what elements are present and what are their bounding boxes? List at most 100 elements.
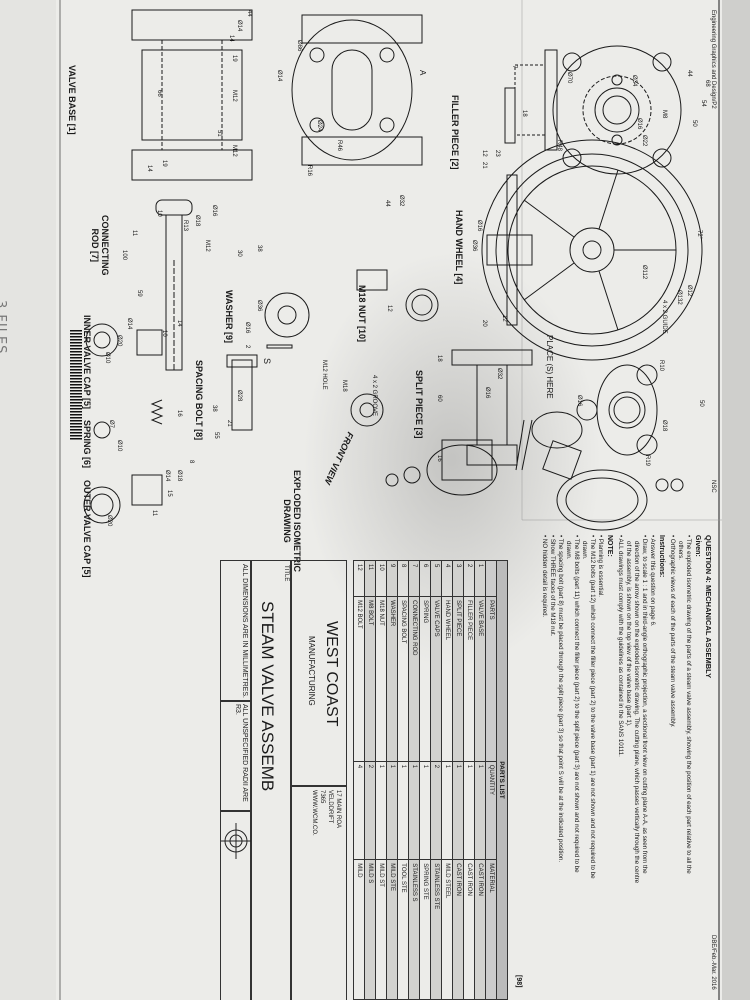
dimension-label: 100 bbox=[121, 250, 127, 261]
dimension-label: Ø16 bbox=[484, 387, 490, 399]
company-sub: MANUFACTURING bbox=[307, 636, 316, 706]
dimension-label: Ø86 bbox=[296, 40, 302, 52]
filler-piece-drawing bbox=[504, 45, 682, 175]
dimension-label: Ø16 bbox=[476, 220, 482, 232]
given-item: • Orthographic views of each of the part… bbox=[669, 535, 676, 728]
parts-list-cell: 1 bbox=[452, 761, 464, 860]
label-washer: WASHER [9] bbox=[224, 290, 234, 344]
label-inner-valve-cap: INNER VALVE CAP [5] bbox=[82, 315, 92, 410]
parts-list-cell: 9 bbox=[386, 560, 398, 597]
dimension-label: 15 bbox=[166, 490, 172, 497]
parts-list-cell: 1 bbox=[375, 761, 387, 860]
parts-list-cell: VALVE CAPS bbox=[430, 596, 442, 762]
parts-list-cell: 1 bbox=[474, 761, 486, 860]
parts-list-cell: 3 bbox=[452, 560, 464, 597]
projection-symbol bbox=[220, 810, 252, 1000]
dimension-label: Ø10 bbox=[116, 440, 122, 452]
dimension-label: 19 bbox=[231, 55, 237, 62]
label-section-a: A bbox=[418, 70, 427, 76]
dimension-label: 12 bbox=[481, 150, 487, 157]
parts-list-cell: 6 bbox=[419, 560, 431, 597]
label-m18-nut: M18 NUT [10] bbox=[357, 285, 367, 343]
dimension-label: Ø7 bbox=[108, 420, 114, 429]
parts-list-cell: SPRING STE bbox=[419, 859, 431, 1000]
dimension-label: Ø20 bbox=[116, 335, 122, 347]
label-split-piece: SPLIT PIECE [3] bbox=[414, 370, 424, 439]
note-item: • Planning is essential. bbox=[597, 535, 604, 598]
dimension-label: 38 bbox=[256, 245, 262, 252]
dimension-label: 60 bbox=[436, 395, 442, 402]
header-subject: Engineering Graphics and Design/P2 bbox=[710, 10, 716, 109]
parts-list-cell: 1 bbox=[386, 761, 398, 860]
spacing-bolt-drawing bbox=[226, 354, 384, 431]
dimension-label: Ø18 bbox=[661, 420, 667, 432]
exploded-isometric-drawing bbox=[385, 411, 684, 531]
dimension-label: 19 bbox=[161, 160, 167, 167]
header-board: NSC bbox=[710, 480, 716, 493]
parts-list-title: PARTS LIST bbox=[496, 560, 508, 1000]
given-heading: Given: bbox=[694, 535, 701, 557]
dimension-label: 68 bbox=[704, 80, 710, 87]
dimension-label: 4 x 2 GROOVE bbox=[371, 375, 377, 417]
parts-list-cell: MILD ST bbox=[375, 859, 387, 1000]
parts-list-cell: TOOL STE bbox=[397, 859, 409, 1000]
parts-list-cell: 1 bbox=[419, 761, 431, 860]
parts-list-cell: SPRING bbox=[419, 596, 431, 762]
parts-list-cell: 1 bbox=[474, 560, 486, 597]
question-title: QUESTION 4: MECHANICAL ASSEMBLY bbox=[704, 535, 713, 679]
note-item: • NO hidden detail is required. bbox=[541, 535, 548, 618]
instruction-item: • Draw, to scale 1 : 1 and in third-angl… bbox=[625, 535, 648, 884]
dimension-label: 54 bbox=[700, 100, 706, 107]
parts-list-cell: 1 bbox=[408, 761, 420, 860]
question-marks: [98] bbox=[515, 975, 522, 988]
dimension-label: 2 bbox=[244, 345, 250, 349]
dimension-label: Ø20 bbox=[106, 515, 112, 527]
label-spacing-bolt: SPACING BOLT [8] bbox=[194, 360, 204, 441]
dimension-label: Ø14 bbox=[126, 318, 132, 330]
dimension-label: M12 bbox=[231, 90, 237, 102]
dimension-label: Ø14 bbox=[164, 470, 170, 482]
dimension-label: M12 bbox=[231, 145, 237, 157]
dimension-label: Ø36 bbox=[471, 240, 477, 252]
dimension-label: Ø10 bbox=[104, 352, 110, 364]
parts-list-cell: FILLER PIECE bbox=[463, 596, 475, 762]
dimension-label: 11 bbox=[151, 510, 157, 517]
dimension-label: 72° bbox=[696, 230, 702, 240]
parts-list-cell: CAST IRON bbox=[463, 859, 475, 1000]
dimension-label: Ø22 bbox=[641, 135, 647, 147]
parts-list-cell: MILD S bbox=[364, 859, 376, 1000]
dimension-label: Ø14 bbox=[236, 20, 242, 32]
dimension-label: Ø16 bbox=[211, 205, 217, 217]
note-dimensions: ALL DIMENSIONS ARE IN MILLIMETRES. bbox=[220, 560, 252, 702]
dimension-label: 12 bbox=[386, 305, 392, 312]
dimension-label: R48 bbox=[556, 140, 562, 152]
dimension-label: 59 bbox=[136, 290, 142, 297]
dimension-label: R46 bbox=[336, 140, 342, 152]
label-valve-base: VALVE BASE [1] bbox=[67, 65, 77, 135]
dimension-label: 11 bbox=[131, 230, 137, 237]
dimension-label: 30 bbox=[236, 250, 242, 257]
dimension-label: R10 bbox=[658, 360, 664, 372]
dimension-label: 50 bbox=[698, 400, 704, 407]
m18-nut-drawing bbox=[356, 269, 439, 322]
dimension-label: Ø18 bbox=[176, 470, 182, 482]
parts-list-cell: CAST IRON bbox=[452, 859, 464, 1000]
instruction-item: • Answer this question on page 6. bbox=[649, 535, 656, 627]
parts-header-cell: PARTS bbox=[485, 596, 497, 762]
technical-drawings bbox=[59, 0, 722, 1000]
parts-list-cell: 2 bbox=[364, 761, 376, 860]
parts-list-cell: HAND WHEEL bbox=[441, 596, 453, 762]
dimension-label: Ø14 bbox=[276, 70, 282, 82]
label-point-s: S bbox=[262, 358, 272, 365]
valve-base-drawing bbox=[131, 9, 423, 181]
dimension-label: Ø18 bbox=[194, 215, 200, 227]
instructions-heading: Instructions: bbox=[658, 535, 665, 578]
dimension-label: Ø32 bbox=[496, 368, 502, 380]
